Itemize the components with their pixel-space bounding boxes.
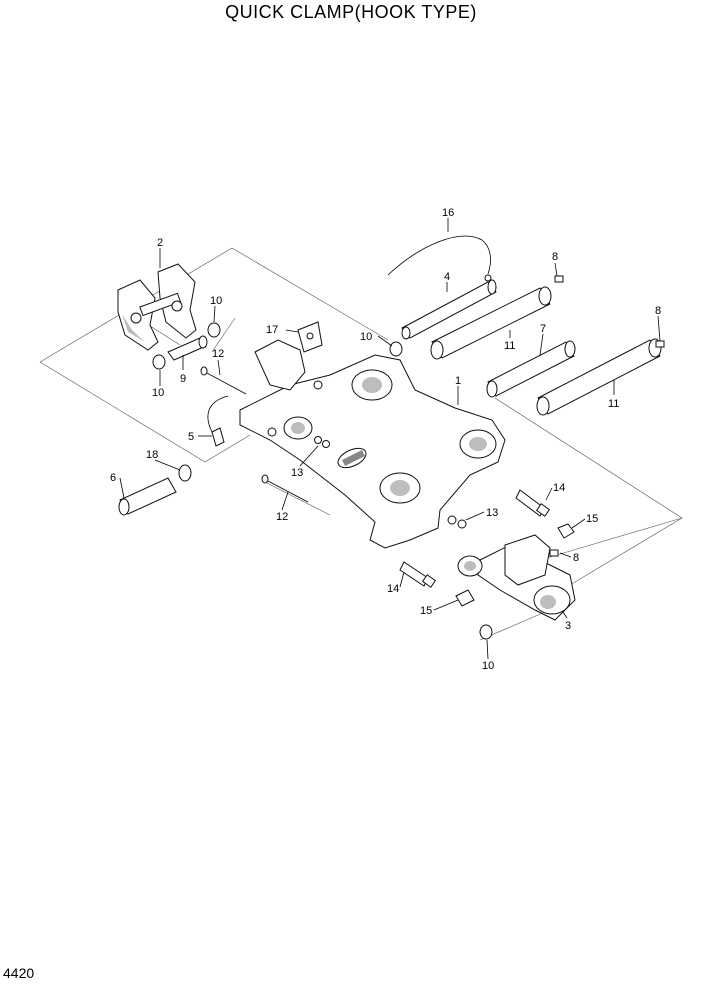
part-15-elbow-upper	[557, 523, 575, 539]
callout-14-upper: 14	[553, 482, 565, 494]
part-8-grease-nipple-1	[554, 275, 564, 283]
part-13-washers	[314, 436, 467, 529]
callout-14-lower: 14	[387, 583, 399, 595]
callout-17: 17	[266, 324, 278, 336]
callout-15-lower: 15	[420, 605, 432, 617]
callout-12-upper: 12	[212, 348, 224, 360]
callout-labels: 2 16 4 8 8 7 1 11 11 17 10 10 12 9 10 5 …	[110, 207, 661, 672]
callout-leaders	[119, 218, 661, 660]
callout-13-right: 13	[486, 507, 498, 519]
callout-11-lower: 11	[608, 398, 619, 410]
part-17-bracket	[297, 321, 323, 353]
part-10-seal-ring-upper	[389, 341, 403, 357]
part-12-bolt-upper	[200, 366, 247, 395]
part-2-hook-bracket	[117, 263, 197, 351]
callout-8-top: 8	[552, 251, 558, 263]
part-10-seal-ring-bottom	[479, 624, 493, 640]
callout-13-left: 13	[291, 467, 303, 479]
callout-4: 4	[444, 271, 450, 283]
callout-6: 6	[110, 472, 116, 484]
callout-7: 7	[540, 323, 546, 335]
callout-9: 9	[180, 373, 186, 385]
page-number: 4420	[3, 965, 35, 981]
callout-10-center: 10	[360, 331, 372, 343]
callout-11-upper: 11	[504, 340, 515, 352]
part-9-pin	[167, 335, 208, 361]
part-14-fitting-lower	[399, 561, 437, 588]
callout-18: 18	[146, 449, 158, 461]
part-12-bolt-lower	[261, 474, 309, 503]
callout-2: 2	[157, 237, 163, 249]
callout-12-lower: 12	[276, 511, 288, 523]
part-8-grease-nipple-3	[549, 549, 559, 557]
part-14-fitting-upper	[515, 489, 551, 517]
part-5-clip	[207, 395, 229, 447]
part-1-main-frame	[239, 339, 506, 549]
part-16-cable	[387, 235, 492, 282]
part-15-elbow-lower	[455, 589, 475, 607]
part-8-grease-nipple-2	[655, 340, 665, 348]
callout-8-right: 8	[655, 305, 661, 317]
callout-16: 16	[442, 207, 454, 219]
part-3-hydraulic-cylinder	[457, 534, 576, 621]
part-6-pin	[118, 477, 177, 516]
callout-10-left: 10	[152, 387, 164, 399]
part-10-seal-ring-upper-left	[152, 322, 221, 370]
callout-10-upper-left: 10	[210, 295, 222, 307]
callout-10-bottom: 10	[482, 660, 494, 672]
part-11-cylinder-tube-lower	[536, 338, 662, 416]
part-11-cylinder-tube-upper	[430, 286, 552, 360]
callout-3: 3	[565, 620, 571, 632]
part-7-rod	[486, 340, 576, 398]
part-18-seal-ring	[178, 464, 192, 482]
callout-8-lower: 8	[573, 552, 579, 564]
diagram-title: QUICK CLAMP(HOOK TYPE)	[225, 2, 477, 22]
callout-1: 1	[455, 375, 461, 387]
part-4-cylinder-rod	[401, 279, 497, 340]
callout-15-upper: 15	[586, 513, 598, 525]
callout-5: 5	[188, 431, 194, 443]
